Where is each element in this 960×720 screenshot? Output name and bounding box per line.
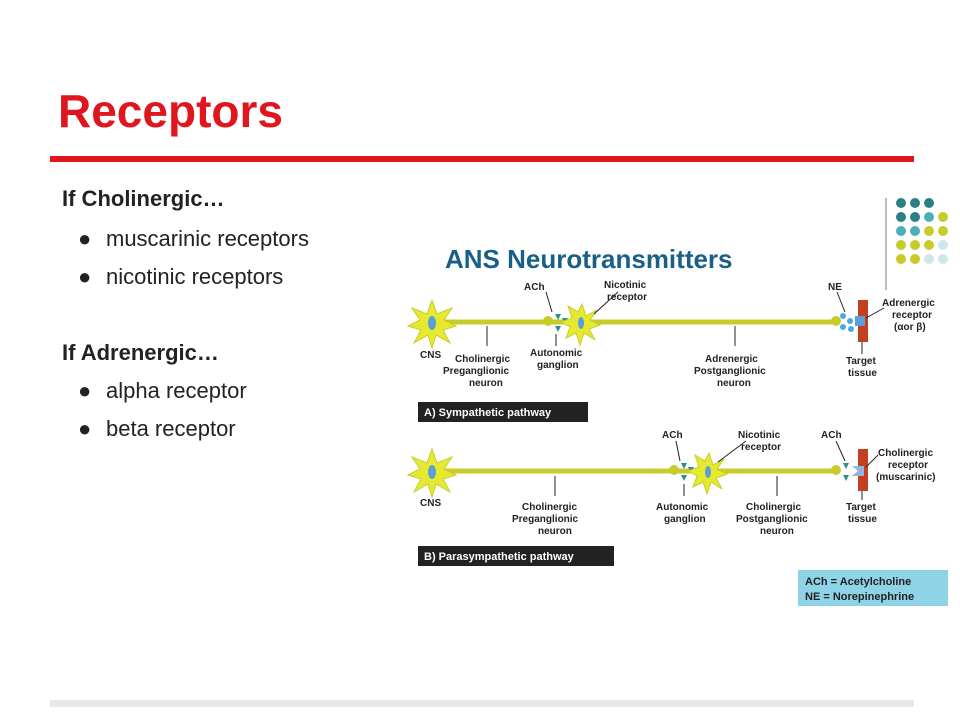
ach-molecule bbox=[681, 463, 687, 469]
pointer-line bbox=[675, 440, 681, 462]
label-preganglionic: neuron bbox=[469, 378, 503, 389]
label-preganglionic: Preganglionic bbox=[443, 366, 510, 377]
ganglion-nucleus bbox=[578, 317, 584, 329]
bullet-dot: ● bbox=[78, 226, 92, 251]
bullet-item: ● alpha receptor bbox=[78, 378, 247, 404]
diagram-title: ANS Neurotransmitters bbox=[445, 244, 733, 274]
label-ach: ACh bbox=[662, 430, 683, 441]
label-cholinergic-receptor: Cholinergic bbox=[878, 448, 933, 459]
label-cns: CNS bbox=[420, 350, 441, 361]
bullet-item: ● muscarinic receptors bbox=[78, 226, 309, 252]
axon-terminal bbox=[543, 316, 553, 326]
label-ach: ACh bbox=[821, 430, 842, 441]
label-nicotinic: Nicotinic bbox=[604, 280, 647, 291]
ach-molecule bbox=[843, 463, 849, 469]
ne-molecule bbox=[848, 326, 854, 332]
axon-terminal bbox=[831, 316, 841, 326]
label-postganglionic: Adrenergic bbox=[705, 354, 758, 365]
label-ganglion: ganglion bbox=[537, 360, 579, 371]
label-postganglionic: Postganglionic bbox=[736, 514, 808, 525]
adrenergic-receptor-marker bbox=[855, 316, 865, 326]
label-cholinergic-receptor: (muscarinic) bbox=[876, 472, 935, 483]
label-preganglionic: Preganglionic bbox=[512, 514, 579, 525]
ach-molecule bbox=[681, 475, 687, 481]
label-postganglionic: Postganglionic bbox=[694, 366, 766, 377]
label-receptor: receptor bbox=[741, 442, 781, 453]
footer-bar bbox=[50, 700, 914, 707]
label-ach: ACh bbox=[524, 282, 545, 293]
ganglion-nucleus bbox=[705, 466, 711, 478]
sympathetic-pathway-box bbox=[418, 402, 588, 422]
label-ne: NE bbox=[828, 282, 842, 293]
ach-molecule bbox=[843, 475, 849, 481]
bullet-text: beta receptor bbox=[106, 416, 236, 441]
ne-molecule bbox=[840, 324, 846, 330]
label-postganglionic: neuron bbox=[717, 378, 751, 389]
label-ganglion: Autonomic bbox=[530, 348, 583, 359]
cns-nucleus bbox=[428, 465, 436, 479]
label-receptor: receptor bbox=[607, 292, 647, 303]
bullet-text: alpha receptor bbox=[106, 378, 247, 403]
label-cholinergic-receptor: receptor bbox=[888, 460, 928, 471]
parasympathetic-row: ACh Nicotinic receptor ACh Cholinergic r… bbox=[406, 430, 935, 566]
label-preganglionic: neuron bbox=[538, 526, 572, 537]
ach-molecule bbox=[555, 314, 561, 320]
label-postganglionic: Cholinergic bbox=[746, 502, 801, 513]
bullet-text: muscarinic receptors bbox=[106, 226, 309, 251]
bullet-text: nicotinic receptors bbox=[106, 264, 284, 289]
pointer-line bbox=[545, 291, 553, 313]
legend-ne: NE = Norepinephrine bbox=[805, 591, 914, 603]
bullet-dot: ● bbox=[78, 416, 92, 441]
bullet-dot: ● bbox=[78, 264, 92, 289]
label-adrenergic-receptor: Adrenergic bbox=[882, 298, 935, 309]
sympathetic-pathway-label: A) Sympathetic pathway bbox=[424, 407, 552, 419]
ach-molecule bbox=[555, 326, 561, 332]
label-ganglion: Autonomic bbox=[656, 502, 709, 513]
pointer-line bbox=[593, 291, 619, 315]
parasympathetic-pathway-box bbox=[418, 546, 614, 566]
bullet-item: ● beta receptor bbox=[78, 416, 236, 442]
ne-molecule bbox=[840, 313, 846, 319]
label-ganglion: ganglion bbox=[664, 514, 706, 525]
label-adrenergic-receptor: receptor bbox=[892, 310, 932, 321]
label-nicotinic: Nicotinic bbox=[738, 430, 781, 441]
label-target: Target bbox=[846, 356, 876, 367]
pointer-line bbox=[836, 291, 846, 313]
pointer-line bbox=[865, 307, 885, 319]
pointer-line bbox=[865, 454, 879, 468]
label-target: Target bbox=[846, 502, 876, 513]
label-preganglionic: Cholinergic bbox=[455, 354, 510, 365]
label-preganglionic: Cholinergic bbox=[522, 502, 577, 513]
legend-ach: ACh = Acetylcholine bbox=[805, 576, 911, 588]
label-adrenergic-receptor: (αor β) bbox=[894, 322, 926, 333]
sympathetic-row: ACh Nicotinic receptor NE Adrenergic rec… bbox=[406, 280, 935, 422]
pointer-line bbox=[717, 440, 747, 463]
adrenergic-heading: If Adrenergic… bbox=[62, 340, 219, 365]
ne-molecule bbox=[847, 318, 853, 324]
axon-terminal bbox=[669, 465, 679, 475]
parasympathetic-pathway-label: B) Parasympathetic pathway bbox=[424, 551, 575, 563]
axon-terminal bbox=[831, 465, 841, 475]
slide-title: Receptors bbox=[58, 85, 283, 137]
pointer-line bbox=[835, 440, 846, 462]
title-underline bbox=[50, 156, 914, 162]
legend-box bbox=[798, 570, 948, 606]
label-target: tissue bbox=[848, 368, 877, 379]
bullet-dot: ● bbox=[78, 378, 92, 403]
label-target: tissue bbox=[848, 514, 877, 525]
cholinergic-receptor-marker bbox=[852, 466, 864, 476]
decorative-divider bbox=[885, 198, 887, 290]
label-cns: CNS bbox=[420, 498, 441, 509]
bullet-item: ● nicotinic receptors bbox=[78, 264, 283, 290]
label-postganglionic: neuron bbox=[760, 526, 794, 537]
cns-nucleus bbox=[428, 316, 436, 330]
cholinergic-heading: If Cholinergic… bbox=[62, 186, 225, 211]
